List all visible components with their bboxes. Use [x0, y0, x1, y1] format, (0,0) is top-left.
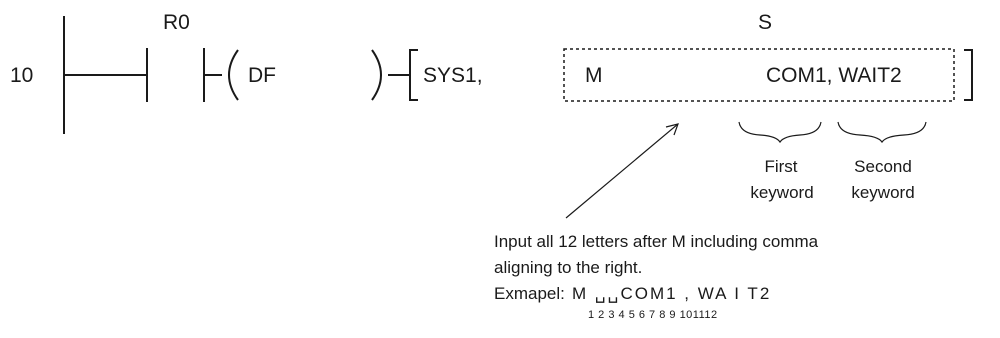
function-label: DF	[248, 64, 276, 87]
first-keyword-label-line2: keyword	[750, 183, 814, 202]
second-keyword-label-line2: keyword	[851, 183, 915, 202]
example-label: Exmapel:	[494, 284, 565, 303]
instruction-right-bracket	[964, 49, 973, 101]
instruction-prefix: SYS1,	[423, 64, 483, 87]
operand-keywords: COM1, WAIT2	[766, 64, 902, 87]
contact-label: R0	[163, 11, 190, 34]
first-keyword-label-line1: First	[764, 157, 798, 176]
example-value: M ␣␣COM1 , WA I T2	[572, 284, 772, 303]
second-keyword-brace	[837, 121, 927, 144]
first-keyword-brace	[738, 121, 822, 144]
df-left-paren	[228, 49, 239, 101]
instruction-left-bracket	[409, 49, 418, 101]
note-line-2: aligning to the right.	[494, 258, 643, 277]
pointer-arrow-head	[665, 123, 679, 136]
df-right-paren	[371, 49, 382, 101]
note-line-1: Input all 12 letters after M including c…	[494, 232, 819, 251]
operand-tag: S	[758, 11, 773, 34]
pointer-arrow-line	[565, 123, 679, 219]
example-character-index: 1 2 3 4 5 6 7 8 9 101112	[588, 309, 718, 321]
operand-mode: M	[585, 64, 603, 87]
step-number: 10	[10, 64, 34, 87]
second-keyword-label-line1: Second	[854, 157, 912, 176]
operand-dashed-box	[563, 48, 955, 102]
